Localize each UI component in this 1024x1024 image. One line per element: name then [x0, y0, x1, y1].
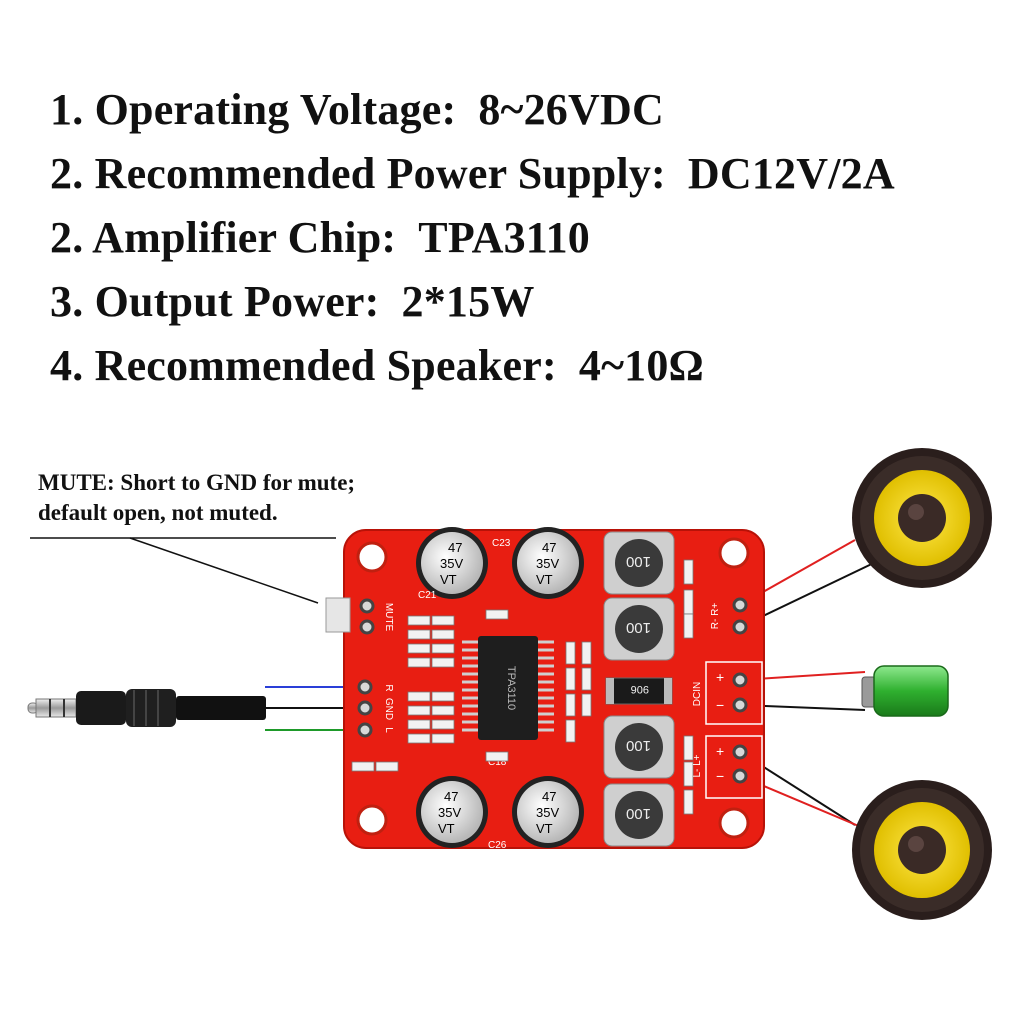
audio-gnd-label: GND — [383, 698, 394, 720]
chip-label: TPA3110 — [505, 666, 517, 710]
resistor-906: 906 — [605, 677, 673, 705]
inductor-text: 100 — [626, 737, 651, 754]
capacitor-1: 47 35V VT — [416, 527, 488, 599]
capacitor-3: 47 35V VT — [416, 776, 488, 848]
smd-components — [351, 559, 694, 815]
left-minus-label: − — [716, 768, 724, 784]
inductor-1: 100 — [603, 531, 675, 595]
left-speaker-terminal: + − L- L+ — [692, 735, 763, 799]
inductor-4: 100 — [603, 783, 675, 847]
mounting-holes — [356, 537, 750, 839]
mute-label: MUTE — [383, 603, 394, 632]
dc-input-terminal: + − DCIN — [692, 661, 763, 725]
spec-speaker: 4. Recommended Speaker: 4~10Ω — [50, 334, 1000, 398]
right-speaker-terminal: R- R+ — [710, 597, 748, 635]
spec-value: 8~26VDC — [478, 85, 664, 134]
battery — [861, 665, 949, 717]
capacitor-4: 47 35V VT — [512, 776, 584, 848]
capacitor-text: 47 — [542, 540, 556, 555]
spec-label: 3. Output Power: — [50, 277, 380, 326]
inductor-text: 100 — [626, 805, 651, 822]
capacitor-text: 47 — [542, 789, 556, 804]
left-plus-label: + — [716, 743, 724, 759]
inductor-2: 100 — [603, 597, 675, 661]
capacitor-text: 35V — [440, 556, 463, 571]
spec-list: 1. Operating Voltage: 8~26VDC 2. Recommen… — [50, 78, 1000, 398]
capacitor-text: VT — [440, 572, 457, 587]
dc-plus-label: + — [716, 669, 724, 685]
audio-l-label: L — [383, 727, 394, 733]
amplifier-chip: TPA3110 — [462, 636, 554, 740]
dc-in-label: DCIN — [692, 682, 703, 706]
mute-note: MUTE: Short to GND for mute; default ope… — [38, 468, 355, 528]
mute-note-line1: MUTE: Short to GND for mute; — [38, 470, 356, 495]
capacitor-text: 47 — [448, 540, 462, 555]
capacitor-text: VT — [536, 821, 553, 836]
capacitor-text: VT — [438, 821, 455, 836]
capacitor-text: 35V — [438, 805, 461, 820]
capacitor-text: 35V — [536, 805, 559, 820]
spec-operating-voltage: 1. Operating Voltage: 8~26VDC — [50, 78, 1000, 142]
speaker-right — [852, 448, 992, 588]
inductor-3: 100 — [603, 715, 675, 779]
spec-label: 2. Amplifier Chip: — [50, 213, 397, 262]
spec-output-power: 3. Output Power: 2*15W — [50, 270, 1000, 334]
right-speaker-label: R- R+ — [710, 603, 721, 630]
spec-label: 4. Recommended Speaker: — [50, 341, 557, 390]
spec-amplifier-chip: 2. Amplifier Chip: TPA3110 — [50, 206, 1000, 270]
c23-label: C23 — [492, 538, 511, 549]
audio-jack-cable — [27, 689, 266, 727]
mute-note-line2: default open, not muted. — [38, 500, 278, 525]
capacitor-2: 47 35V VT — [512, 527, 584, 599]
c18-label: C18 — [488, 757, 507, 768]
audio-r-label: R — [383, 684, 394, 691]
resistor-text: 906 — [631, 683, 649, 695]
amplifier-board: MUTE R GND L 47 35V VT 47 35V VT — [325, 527, 765, 851]
c26-label: C26 — [488, 840, 507, 851]
spec-value: 2*15W — [401, 277, 535, 326]
capacitor-text: 47 — [444, 789, 458, 804]
spec-value: TPA3110 — [418, 213, 590, 262]
dc-minus-label: − — [716, 697, 724, 713]
speaker-left — [852, 780, 992, 920]
spec-value: DC12V/2A — [687, 149, 895, 198]
inductor-text: 100 — [626, 553, 651, 570]
c21-label: C21 — [418, 590, 437, 601]
spec-label: 2. Recommended Power Supply: — [50, 149, 666, 198]
mute-leader-line — [30, 537, 336, 604]
left-speaker-label: L- L+ — [692, 754, 703, 777]
audio-input-pins: R GND L — [357, 679, 394, 738]
mute-header: MUTE — [325, 597, 394, 635]
capacitor-text: VT — [536, 572, 553, 587]
spec-value: 4~10Ω — [578, 341, 704, 390]
spec-label: 1. Operating Voltage: — [50, 85, 457, 134]
spec-power-supply: 2. Recommended Power Supply: DC12V/2A — [50, 142, 1000, 206]
capacitor-text: 35V — [536, 556, 559, 571]
inductor-text: 100 — [626, 619, 651, 636]
